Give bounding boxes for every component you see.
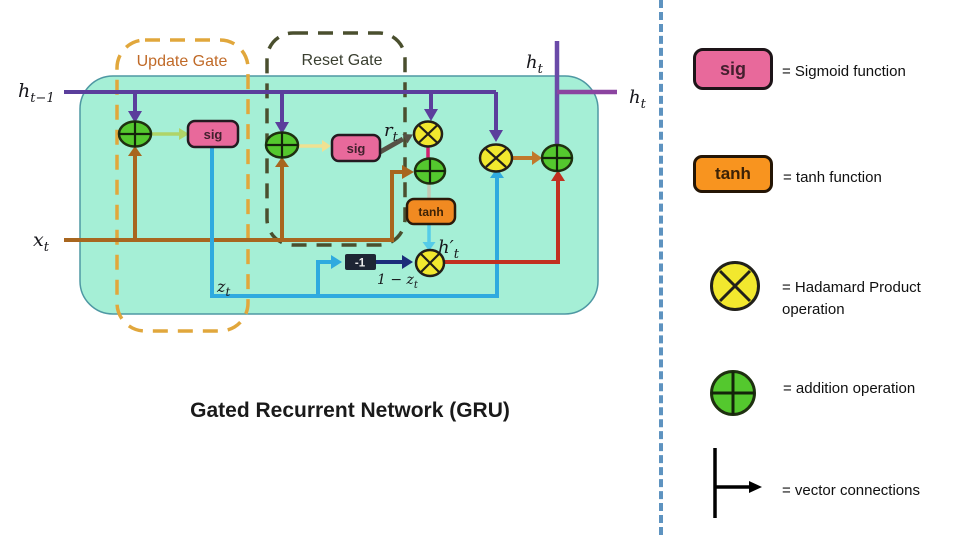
hadamard-product-icon bbox=[710, 261, 760, 311]
arrowhead-right bbox=[532, 151, 542, 165]
minus-one-rect bbox=[345, 254, 376, 270]
addition-node-reset bbox=[264, 131, 300, 159]
times-glyph bbox=[718, 269, 752, 303]
arrowhead-up bbox=[490, 168, 504, 178]
h-t-top-label: ht bbox=[526, 52, 544, 77]
legend-hadamard-text: = Hadamard Product operation bbox=[782, 279, 921, 318]
sig-box bbox=[186, 119, 240, 149]
red-elbow-line bbox=[443, 180, 560, 264]
x-t-label: xt bbox=[33, 229, 50, 255]
update-gate-label: Update Gate bbox=[137, 53, 228, 70]
update-gate-box bbox=[115, 38, 250, 333]
plus-glyph bbox=[711, 371, 755, 415]
h-t-right-label: ht bbox=[629, 87, 647, 112]
minus-one-box: -1 bbox=[345, 254, 376, 270]
addition-operation-icon bbox=[710, 370, 756, 416]
arrowhead-right bbox=[402, 255, 413, 269]
arrowhead-up bbox=[551, 170, 565, 181]
reset-gate-label: Reset Gate bbox=[302, 52, 383, 69]
h-prev-path bbox=[64, 90, 503, 142]
hadamard-node-reset bbox=[412, 120, 444, 148]
arrowhead-down bbox=[275, 122, 289, 134]
legend-sig-label: sig bbox=[719, 58, 746, 79]
minus-one-label: -1 bbox=[355, 258, 366, 270]
arrowhead-up bbox=[128, 146, 142, 156]
sig-box-label: sig bbox=[204, 127, 223, 142]
tanh-box-label: tanh bbox=[418, 205, 443, 219]
plus-glyph bbox=[266, 132, 298, 158]
r-t-label: rt bbox=[384, 120, 399, 145]
h-candidate-red-path bbox=[443, 170, 565, 264]
arrowhead-down bbox=[424, 109, 438, 121]
z-path bbox=[210, 147, 504, 298]
tanh-box: tanh bbox=[405, 197, 457, 226]
tanh-out-path bbox=[422, 225, 436, 251]
vector-connection-icon bbox=[713, 448, 762, 518]
x-main-line bbox=[64, 170, 403, 242]
legend-tanh-text: = tanh function bbox=[783, 169, 882, 186]
hadamard-node-candidate bbox=[414, 248, 446, 278]
times-glyph bbox=[420, 253, 440, 273]
plus-glyph bbox=[119, 121, 151, 147]
r-gate-arrow bbox=[378, 134, 413, 155]
legend-tanh-label: tanh bbox=[715, 164, 751, 183]
h-prev-label: ht−1 bbox=[18, 80, 55, 106]
legend-addition-text: = addition operation bbox=[783, 380, 916, 397]
legend-vector-text: = vector connections bbox=[782, 482, 920, 499]
addition-node-output bbox=[540, 143, 574, 173]
sig2-in-arrow bbox=[299, 140, 331, 152]
legend-sig-box: sig bbox=[693, 48, 773, 90]
h-prime-t-label: h′t bbox=[438, 237, 460, 262]
section-divider bbox=[659, 0, 663, 535]
times-glyph bbox=[485, 148, 507, 168]
h-out-path bbox=[554, 41, 617, 145]
legend-tanh-box: tanh bbox=[693, 155, 773, 193]
addition-node-candidate bbox=[413, 157, 447, 185]
plus-glyph bbox=[542, 145, 572, 171]
update-gate: Update Gate bbox=[115, 38, 250, 333]
z-to-minus-one-line bbox=[316, 260, 332, 298]
arrowhead-right bbox=[749, 481, 762, 493]
gru-cell-body bbox=[79, 75, 599, 315]
sigmoid-box-update: sig bbox=[186, 119, 240, 149]
times-glyph bbox=[418, 124, 438, 144]
arrowhead-right bbox=[331, 255, 342, 269]
legend-sig-text: = Sigmoid function bbox=[782, 63, 906, 80]
sig-box-label: sig bbox=[347, 141, 366, 156]
z-t-label: zt bbox=[216, 277, 230, 299]
arrowhead-right bbox=[402, 165, 414, 179]
arrowhead-up bbox=[275, 157, 289, 167]
x-input-path bbox=[64, 146, 414, 242]
plus-glyph bbox=[415, 158, 445, 184]
hadamard-node-update bbox=[478, 143, 514, 173]
arrowhead-down bbox=[489, 130, 503, 142]
gray-diagonal-line bbox=[378, 136, 405, 155]
arrowhead-diagonal bbox=[402, 134, 413, 144]
tanh-rect bbox=[405, 197, 457, 226]
sigmoid-box-reset: sig bbox=[330, 133, 382, 163]
arrowhead-down bbox=[422, 242, 436, 251]
one-minus-z-path bbox=[376, 255, 413, 269]
sig-box bbox=[330, 133, 382, 163]
diagram-title: Gated Recurrent Network (GRU) bbox=[190, 399, 510, 422]
sig1-in-arrow bbox=[152, 128, 189, 140]
hadamard-to-add-arrow bbox=[513, 151, 542, 165]
addition-node-update bbox=[117, 120, 153, 148]
one-minus-z-t-label: 1 − zt bbox=[377, 272, 419, 291]
arrowhead-right bbox=[179, 128, 189, 140]
arrowhead-down bbox=[128, 111, 142, 123]
arrowhead-right bbox=[322, 140, 331, 152]
